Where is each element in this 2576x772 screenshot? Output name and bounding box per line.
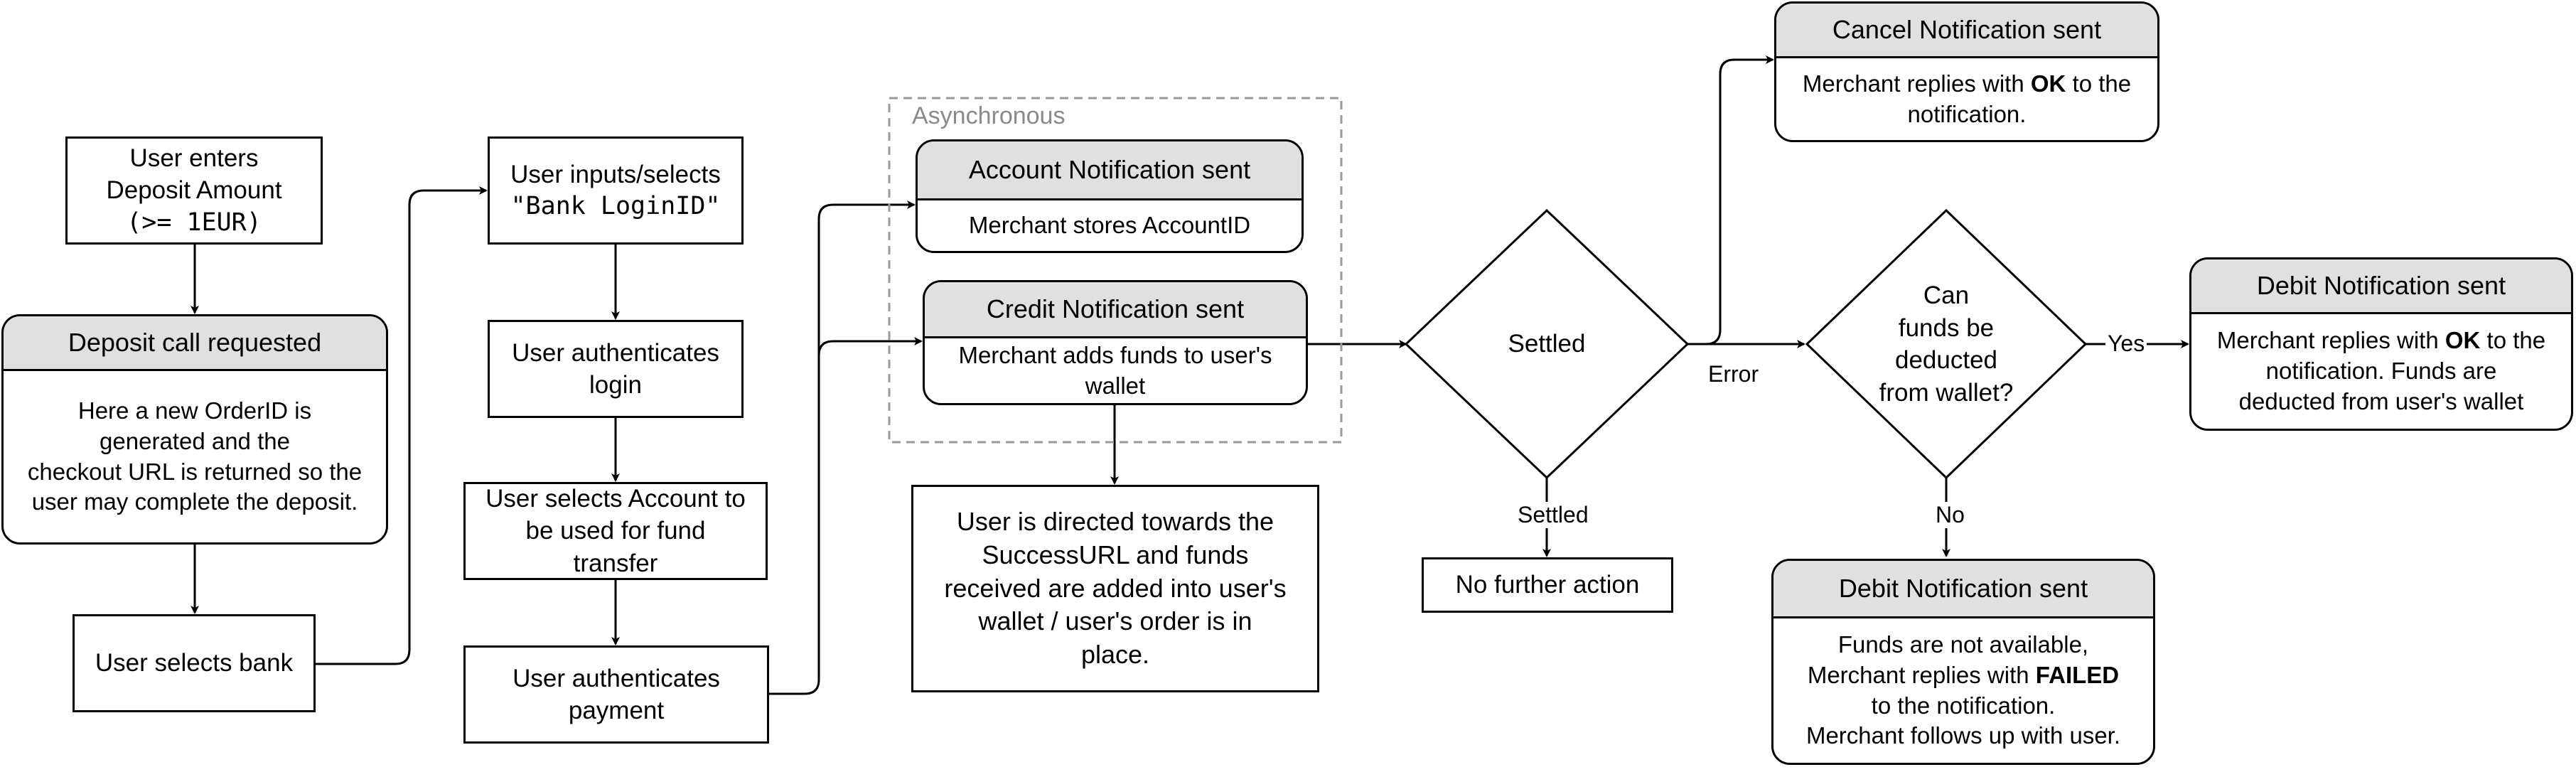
select-account-box: User selects Account to be used for fund… bbox=[463, 482, 768, 580]
debit-ok-title: Debit Notification sent bbox=[2191, 259, 2571, 314]
select-account-line: transfer bbox=[573, 549, 658, 577]
debit-ok-bold: OK bbox=[2444, 327, 2481, 354]
deposit-call-title: Deposit call requested bbox=[4, 316, 386, 371]
cancel-notification-line2: notification. bbox=[1907, 100, 2027, 127]
enter-amount-line: Deposit Amount bbox=[106, 176, 282, 205]
select-bank-text: User selects bank bbox=[95, 649, 294, 677]
debit-ok-text: Merchant replies with bbox=[2216, 327, 2445, 354]
select-bank-box: User selects bank bbox=[73, 614, 316, 712]
edge-authpayment-to-credit bbox=[817, 337, 923, 356]
no-further-action-text: No further action bbox=[1455, 571, 1640, 599]
edge-settled-to-cancel bbox=[1687, 55, 1774, 345]
account-notification-title: Account Notification sent bbox=[918, 141, 1302, 200]
cancel-notification-box: Cancel Notification sent Merchant replie… bbox=[1774, 1, 2159, 142]
deposit-call-line: generated and the bbox=[100, 427, 290, 454]
debit-failed-line1: Funds are not available, bbox=[1837, 631, 2089, 658]
edge-bank-to-login bbox=[316, 186, 488, 665]
bank-login-line: User inputs/selects bbox=[510, 160, 721, 188]
cancel-notification-text: Merchant replies with bbox=[1802, 70, 2031, 97]
cancel-notification-title: Cancel Notification sent bbox=[1776, 4, 2157, 58]
bank-login-line: "Bank LoginID" bbox=[510, 192, 721, 220]
bank-login-box: User inputs/selects "Bank LoginID" bbox=[488, 136, 744, 245]
auth-login-box: User authenticates login bbox=[488, 320, 744, 418]
cancel-notification-text: to the bbox=[2066, 70, 2132, 97]
deposit-call-box: Deposit call requested Here a new OrderI… bbox=[1, 314, 388, 545]
auth-payment-line: payment bbox=[568, 697, 665, 724]
settled-diamond bbox=[1404, 208, 1690, 480]
credit-notification-line: Merchant adds funds to user's bbox=[958, 341, 1272, 368]
cancel-notification-ok: OK bbox=[2030, 70, 2066, 97]
debit-ok-line3: deducted from user's wallet bbox=[2238, 387, 2524, 414]
account-notification-body: Merchant stores AccountID bbox=[968, 212, 1251, 239]
auth-payment-line: User authenticates bbox=[512, 664, 720, 692]
funds-decision-line: from wallet? bbox=[1879, 378, 2014, 407]
enter-amount-line: (>= 1EUR) bbox=[127, 208, 262, 237]
debit-failed-line4: Merchant follows up with user. bbox=[1805, 722, 2121, 749]
account-notification-box: Account Notification sent Merchant store… bbox=[916, 139, 1304, 253]
funds-decision-line: funds be deducted bbox=[1894, 313, 1998, 375]
success-url-line: SuccessURL and funds bbox=[982, 540, 1249, 569]
async-group-label: Asynchronous bbox=[912, 102, 1066, 129]
debit-failed-text: Merchant replies with bbox=[1807, 661, 2036, 688]
edge-label-no: No bbox=[1933, 502, 1967, 528]
debit-failed-line3: to the notification. bbox=[1871, 692, 2056, 719]
funds-diamond bbox=[1805, 208, 2088, 480]
credit-notification-line: wallet bbox=[1085, 372, 1146, 399]
debit-failed-title: Debit Notification sent bbox=[1773, 561, 2153, 618]
success-url-line: place. bbox=[1080, 640, 1150, 670]
debit-failed-notification-box: Debit Notification sent Funds are not av… bbox=[1771, 559, 2155, 765]
edge-label-settled: Settled bbox=[1515, 502, 1591, 528]
deposit-call-line: user may complete the deposit. bbox=[31, 488, 358, 515]
success-url-line: received are added into user's bbox=[944, 573, 1287, 603]
edge-authpayment-to-account bbox=[769, 200, 916, 695]
enter-amount-box: User enters Deposit Amount (>= 1EUR) bbox=[65, 136, 323, 245]
enter-amount-line: User enters bbox=[129, 144, 259, 172]
success-url-line: wallet / user's order is in bbox=[978, 606, 1252, 636]
debit-ok-notification-box: Debit Notification sent Merchant replies… bbox=[2189, 257, 2573, 431]
no-further-action-box: No further action bbox=[1422, 557, 1673, 613]
auth-login-line: User authenticates bbox=[512, 338, 719, 367]
auth-payment-box: User authenticates payment bbox=[463, 645, 769, 744]
auth-login-line: login bbox=[589, 371, 642, 399]
debit-failed-bold: FAILED bbox=[2035, 661, 2120, 688]
funds-decision-label: Can funds be deducted from wallet? bbox=[1847, 282, 2046, 407]
select-account-line: be used for fund bbox=[525, 517, 706, 545]
debit-ok-line2: notification. Funds are bbox=[2265, 358, 2497, 385]
success-url-line: User is directed towards the bbox=[956, 507, 1274, 536]
select-account-line: User selects Account to bbox=[485, 484, 746, 513]
settled-decision-label: Settled bbox=[1508, 330, 1586, 358]
credit-notification-title: Credit Notification sent bbox=[925, 282, 1306, 338]
edge-label-yes: Yes bbox=[2105, 331, 2147, 357]
deposit-call-line: checkout URL is returned so the bbox=[27, 458, 363, 485]
deposit-call-line: Here a new OrderID is bbox=[77, 397, 312, 424]
funds-decision-line: Can bbox=[1923, 282, 1970, 309]
debit-ok-text: to the bbox=[2480, 327, 2546, 354]
credit-notification-box: Credit Notification sent Merchant adds f… bbox=[923, 280, 1308, 405]
edge-label-error: Error bbox=[1706, 361, 1761, 387]
success-url-box: User is directed towards the SuccessURL … bbox=[911, 485, 1319, 692]
